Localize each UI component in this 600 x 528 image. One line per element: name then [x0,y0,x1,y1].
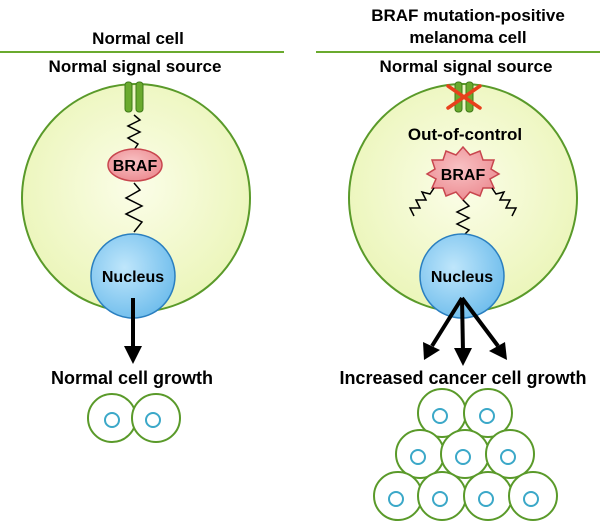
daughter-cell [463,471,513,521]
right-braf-label: BRAF [441,167,486,184]
right-growth-arrowhead-left [423,342,440,360]
left-growth-arrowhead [124,346,142,364]
left-daughter-cells [87,393,181,443]
daughter-cell [508,471,558,521]
daughter-cell-nucleus [104,412,120,428]
left-nucleus-label: Nucleus [102,269,164,286]
daughter-cell [395,429,445,479]
daughter-cell [373,471,423,521]
right-signal-zigzag-right [491,187,518,217]
left-header: Normal cell [92,29,184,48]
right-outcome-label: Increased cancer cell growth [339,368,586,388]
right-cancer-cell-pyramid [373,388,558,521]
blocked-signal-x-icon [446,84,482,110]
daughter-cell-nucleus [388,491,404,507]
right-growth-arrows [423,296,507,366]
left-outcome-label: Normal cell growth [51,368,213,388]
daughter-cell [417,471,467,521]
left-signal-zigzag-upper [126,114,142,151]
right-signal-source-label: Normal signal source [380,57,553,76]
right-growth-arrow-center [460,297,465,353]
right-nucleus-label: Nucleus [431,269,493,286]
right-signal-zigzag-left [408,187,435,217]
daughter-cell [131,393,181,443]
daughter-cell-nucleus [455,449,471,465]
daughter-cell-nucleus [432,491,448,507]
daughter-cell [463,388,513,438]
left-signal-zigzag-lower [124,182,144,233]
right-growth-arrow-left [430,296,464,348]
right-header-line1: BRAF mutation-positive [371,6,565,25]
daughter-cell [485,429,535,479]
right-growth-arrowhead-right [489,342,507,360]
right-status-label: Out-of-control [408,125,522,144]
left-braf-label: BRAF [113,158,158,175]
daughter-cell-nucleus [432,408,448,424]
right-growth-arrowhead-center [454,348,472,366]
left-panel: Normal cell Normal signal source BRAF Nu… [0,29,284,443]
left-signal-source-label: Normal signal source [49,57,222,76]
left-braf-kinase [107,148,163,182]
left-receptor [124,81,144,113]
daughter-cell-nucleus [479,408,495,424]
daughter-cell-nucleus [500,449,516,465]
daughter-cell-nucleus [478,491,494,507]
right-header-line2: melanoma cell [409,28,526,47]
daughter-cell [87,393,137,443]
daughter-cell [440,429,490,479]
right-panel: BRAF mutation-positive melanoma cell Nor… [316,6,600,521]
daughter-cell-nucleus [523,491,539,507]
daughter-cell-nucleus [145,412,161,428]
daughter-cell-nucleus [410,449,426,465]
right-growth-arrow-right [460,296,500,348]
right-signal-zigzag-center [455,199,471,237]
